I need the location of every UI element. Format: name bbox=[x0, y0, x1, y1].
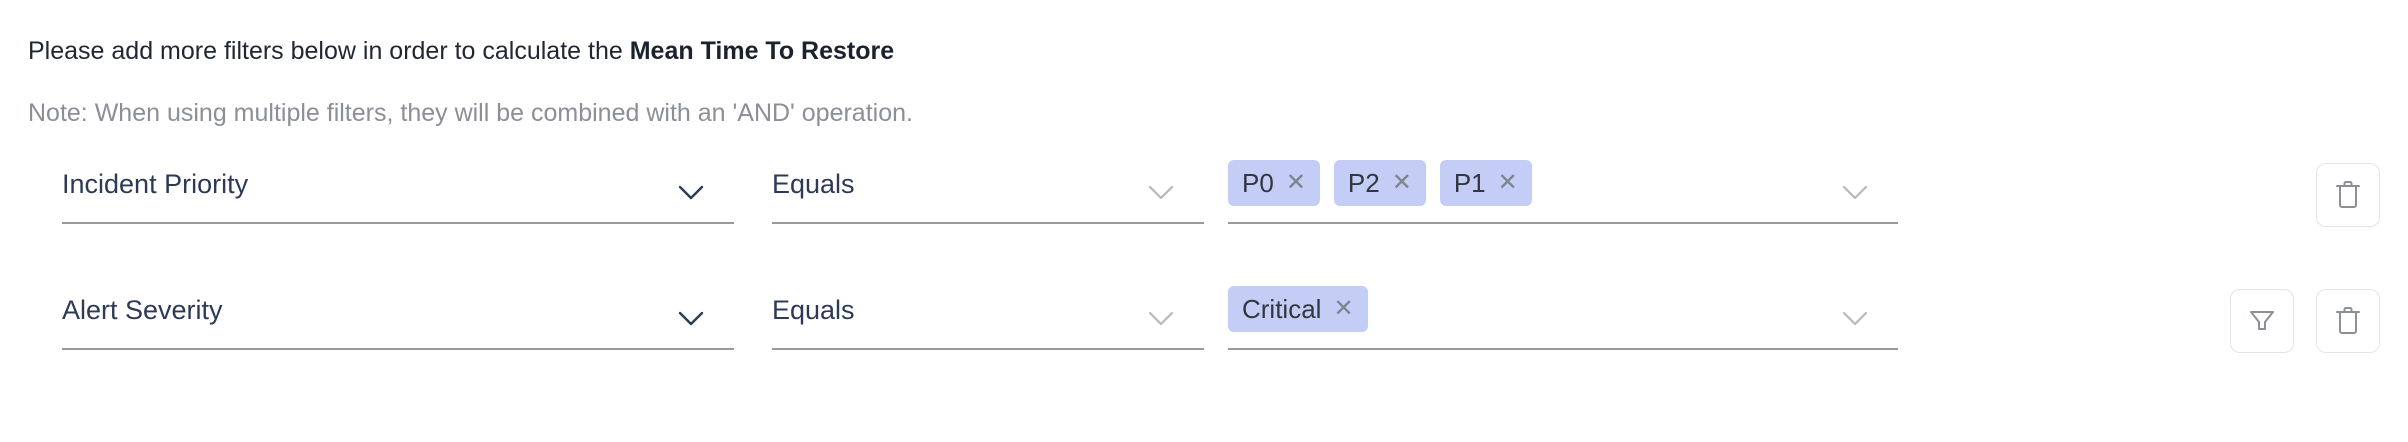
value-chip-label: P0 bbox=[1242, 167, 1274, 198]
chevron-down-icon[interactable] bbox=[1842, 311, 1868, 326]
chevron-down-icon[interactable] bbox=[1842, 185, 1868, 200]
operator-select-value: Equals bbox=[772, 294, 855, 325]
add-filter-button[interactable] bbox=[2230, 289, 2294, 353]
operator-select[interactable]: Equals bbox=[772, 150, 1204, 224]
attribute-select[interactable]: Incident Priority bbox=[62, 150, 734, 224]
close-icon[interactable]: ✕ bbox=[1391, 169, 1412, 196]
value-chip-list: P0 ✕ P2 ✕ P1 ✕ bbox=[1228, 160, 1532, 212]
trash-icon bbox=[2336, 307, 2360, 334]
close-icon[interactable]: ✕ bbox=[1285, 169, 1306, 196]
value-chip[interactable]: Critical ✕ bbox=[1228, 286, 1368, 332]
row-actions bbox=[2230, 284, 2380, 358]
value-multiselect[interactable]: Critical ✕ bbox=[1228, 276, 1898, 350]
filter-rows: Incident Priority Equals P0 ✕ bbox=[0, 150, 2408, 402]
value-chip-label: Critical bbox=[1242, 293, 1322, 324]
close-icon[interactable]: ✕ bbox=[1333, 295, 1354, 322]
value-chip-label: P2 bbox=[1347, 167, 1380, 198]
value-chip-list: Critical ✕ bbox=[1228, 286, 1368, 338]
operator-select-value: Equals bbox=[772, 168, 855, 199]
chevron-down-icon[interactable] bbox=[1148, 185, 1174, 200]
trash-icon bbox=[2336, 181, 2360, 208]
operator-select[interactable]: Equals bbox=[772, 276, 1204, 350]
chevron-down-icon[interactable] bbox=[678, 185, 704, 200]
attribute-select-value: Alert Severity bbox=[62, 294, 223, 325]
value-multiselect[interactable]: P0 ✕ P2 ✕ P1 ✕ bbox=[1228, 150, 1898, 224]
delete-filter-button[interactable] bbox=[2316, 289, 2380, 353]
attribute-select[interactable]: Alert Severity bbox=[62, 276, 734, 350]
funnel-icon bbox=[2250, 311, 2274, 330]
value-chip[interactable]: P0 ✕ bbox=[1228, 160, 1320, 206]
filter-row: Alert Severity Equals Critical ✕ bbox=[0, 276, 2408, 402]
chevron-down-icon[interactable] bbox=[678, 311, 704, 326]
value-chip-label: P1 bbox=[1453, 167, 1486, 198]
delete-filter-button[interactable] bbox=[2316, 163, 2380, 227]
row-actions bbox=[2316, 158, 2380, 232]
filter-note: Note: When using multiple filters, they … bbox=[28, 99, 913, 127]
page-title: Please add more filters below in order t… bbox=[28, 36, 894, 66]
attribute-select-value: Incident Priority bbox=[62, 168, 249, 199]
value-chip[interactable]: P1 ✕ bbox=[1439, 160, 1532, 206]
page-title-metric: Mean Time To Restore bbox=[629, 37, 895, 65]
chevron-down-icon[interactable] bbox=[1148, 311, 1174, 326]
value-chip[interactable]: P2 ✕ bbox=[1333, 160, 1426, 206]
filter-row: Incident Priority Equals P0 ✕ bbox=[0, 150, 2408, 276]
page-title-intro: Please add more filters below in order t… bbox=[28, 37, 630, 65]
close-icon[interactable]: ✕ bbox=[1497, 169, 1518, 196]
